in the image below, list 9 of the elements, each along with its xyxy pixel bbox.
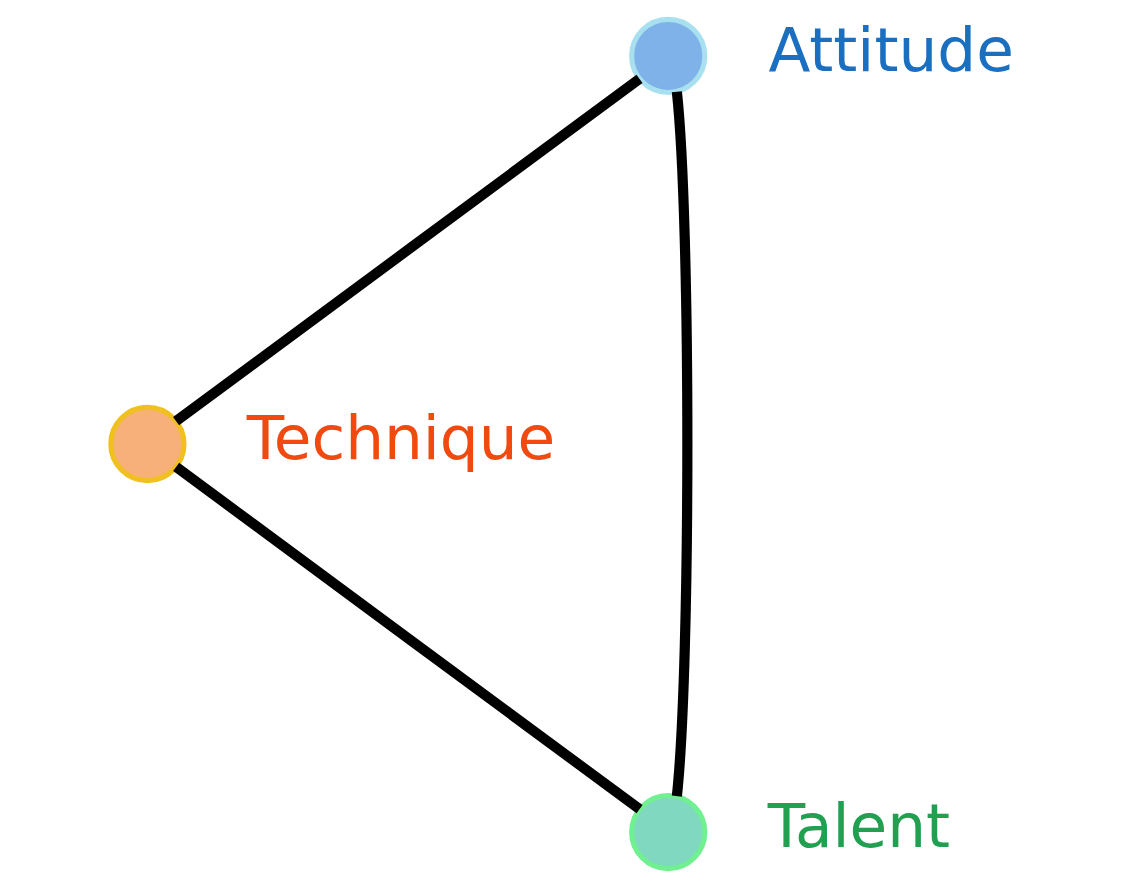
node-circle	[108, 404, 187, 484]
connector	[173, 462, 643, 814]
node-label: Talent	[767, 790, 951, 862]
node-circle	[629, 792, 708, 872]
node-label: Technique	[246, 401, 556, 473]
node-label: Attitude	[768, 13, 1014, 85]
node-circle	[629, 16, 708, 96]
connector	[671, 91, 693, 797]
connector	[173, 74, 643, 426]
